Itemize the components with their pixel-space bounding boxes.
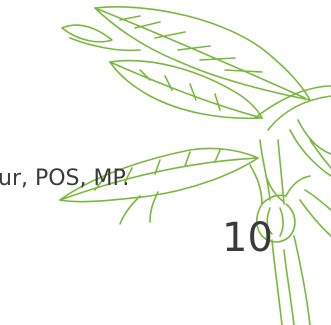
slide-page-number: 10 [222, 215, 273, 261]
slide-caption-text: ur, POS, MP. [0, 166, 130, 191]
